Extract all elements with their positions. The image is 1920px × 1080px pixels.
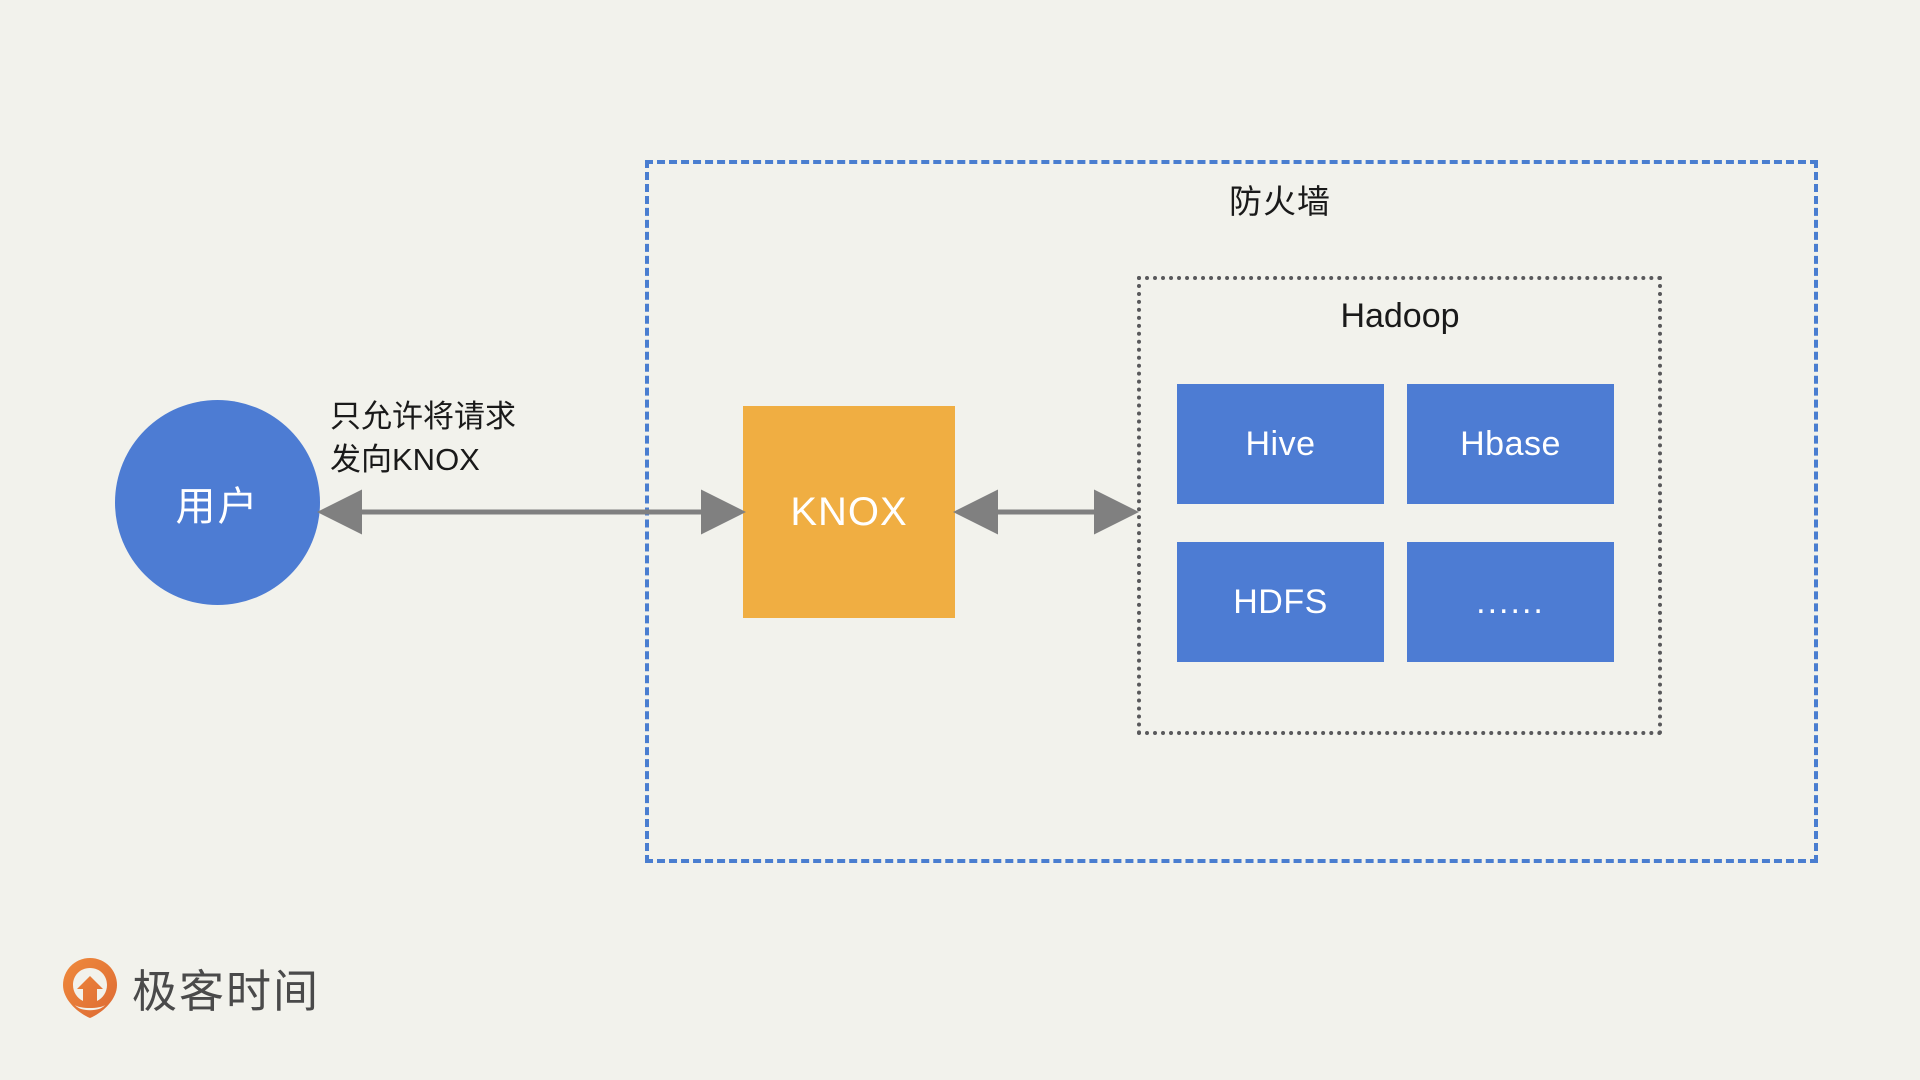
hadoop-component-hbase: Hbase bbox=[1407, 384, 1614, 504]
user-actor-node: 用户 bbox=[115, 400, 320, 605]
user-knox-connection-label-line1: 只允许将请求 bbox=[330, 399, 516, 434]
hadoop-boundary bbox=[1137, 276, 1662, 735]
brand-name: 极客时间 bbox=[132, 966, 321, 1017]
hadoop-component-hdfs: HDFS bbox=[1177, 542, 1384, 662]
user-actor-label: 用户 bbox=[175, 484, 260, 529]
geektime-pin-icon bbox=[63, 957, 117, 1018]
hadoop-label: Hadoop bbox=[1340, 297, 1460, 335]
hadoop-component-hbase-label: Hbase bbox=[1460, 424, 1561, 463]
hadoop-component-hdfs-label: HDFS bbox=[1233, 582, 1328, 621]
brand-logo: 极客时间 bbox=[62, 955, 320, 1020]
hadoop-component-hive: Hive bbox=[1177, 384, 1384, 504]
knox-gateway-node: KNOX bbox=[743, 406, 955, 618]
firewall-label: 防火墙 bbox=[1229, 183, 1331, 220]
knox-gateway-label: KNOX bbox=[790, 489, 908, 534]
hadoop-component-hive-label: Hive bbox=[1245, 424, 1316, 463]
user-knox-connection-label-line2: 发向KNOX bbox=[330, 441, 480, 477]
hadoop-component-more-label: ...... bbox=[1476, 582, 1545, 621]
hadoop-component-more: ...... bbox=[1407, 542, 1614, 662]
user-knox-connection-label: 只允许将请求 发向KNOX bbox=[330, 396, 516, 482]
